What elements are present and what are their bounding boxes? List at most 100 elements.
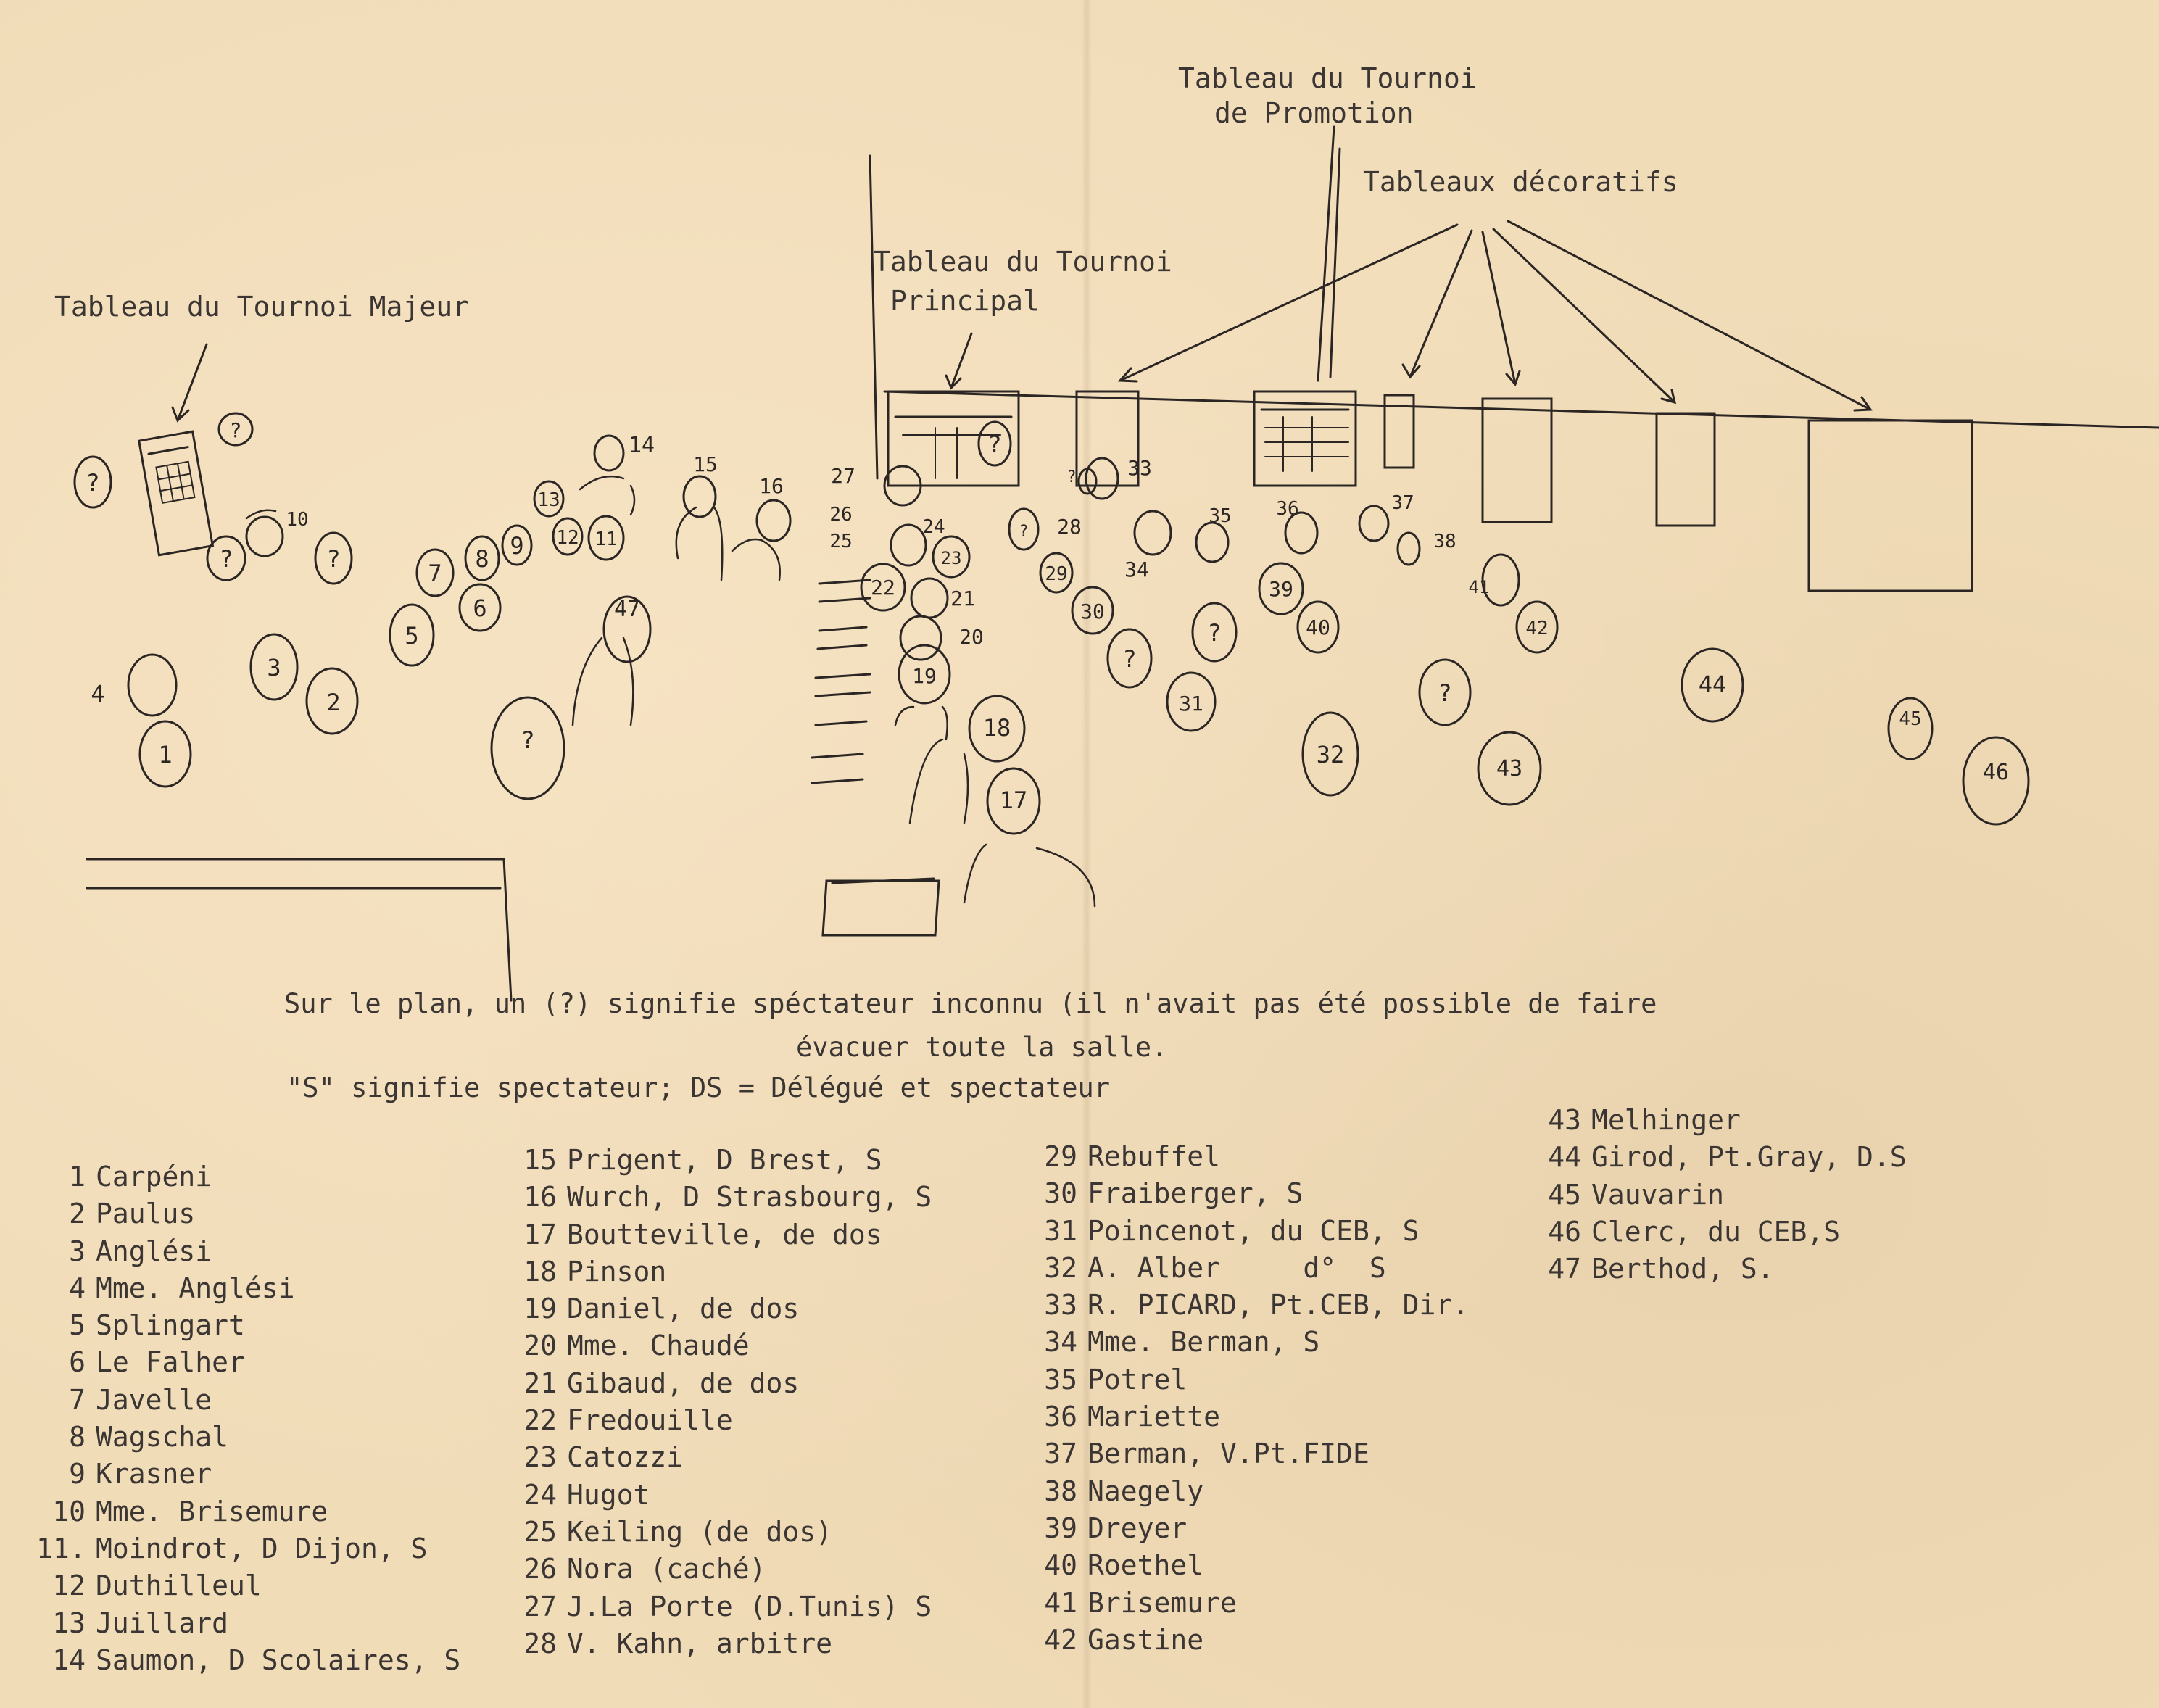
caption-line-3: "S" signifie spectateur; DS = Délégué et… [286,1072,1111,1103]
legend-number: 27 [523,1590,557,1622]
legend-number: 36 [1044,1401,1077,1433]
head-22 [860,563,906,612]
mark-10: 10 [286,509,308,531]
legend-name: Krasner [96,1458,212,1491]
front-table [86,858,513,1002]
head-3 [249,633,299,701]
head-14 [593,434,625,472]
legend-name: Mme. Anglési [96,1272,295,1304]
label-tournoi-promotion-line1: Tableau du Tournoi [1178,62,1477,94]
head-8 [464,535,500,581]
promotion-pointer [1317,125,1335,382]
mark-30: 30 [1080,600,1105,623]
mark-4: 4 [91,680,104,708]
legend-number: 18 [523,1255,557,1288]
figure-bodies [245,475,1096,908]
legend-name: Mme. Berman, S [1087,1326,1320,1359]
legend-number: 8 [69,1421,86,1454]
legend-number: 21 [523,1367,557,1399]
decorative-board-2 [1481,397,1553,523]
legend-number: 26 [523,1553,557,1585]
legend-number: 28 [523,1627,557,1659]
mark-5: 5 [405,622,418,650]
principal-arrow [950,332,973,389]
mark-36: 36 [1276,498,1298,520]
legend-number: 15 [523,1144,557,1176]
legend-name: Fraiberger, S [1087,1177,1304,1210]
mark-17: 17 [1000,787,1028,814]
legend-name: Nora (caché) [567,1553,766,1585]
mark-unknown-10: ? [1066,468,1076,486]
legend-number: 12 [52,1570,86,1602]
head-20 [899,615,942,661]
head-38 [1396,531,1421,566]
mark-unknown-1: ? [86,469,99,497]
decorative-board-3 [1655,412,1716,527]
legend-name: Clerc, du CEB,S [1591,1215,1841,1248]
label-tournoi-majeur: Tableau du Tournoi Majeur [54,291,469,323]
head-unknown-5 [490,696,565,800]
mark-42: 42 [1525,618,1548,639]
legend-number: 35 [1044,1363,1077,1396]
mark-15: 15 [693,452,718,476]
legend-name: Melhinger [1591,1104,1741,1136]
mark-23: 23 [941,548,962,568]
head-41 [1481,553,1520,607]
legend-name: Juillard [96,1607,229,1639]
legend-name: Mariette [1087,1401,1221,1433]
legend-name: Brisemure [1087,1586,1237,1619]
head-unknown-3 [206,535,246,581]
caption-line-2: évacuer toute la salle. [796,1032,1168,1063]
legend-number: 16 [523,1181,557,1214]
legend-name: Fredouille [567,1404,733,1437]
mark-1: 1 [158,741,172,768]
legend-entry: 36 Mariette [1028,1398,1469,1435]
head-32 [1301,711,1359,797]
legend-number: 10 [52,1495,86,1527]
mark-43: 43 [1496,756,1522,782]
legend-name: J.La Porte (D.Tunis) S [567,1590,932,1622]
head-17 [986,767,1041,835]
legend-number: 33 [1044,1289,1077,1322]
legend-number: 7 [69,1383,86,1416]
head-29 [1039,552,1074,594]
legend-number: 22 [523,1404,557,1437]
mark-unknown-6: ? [987,431,1001,458]
legend-name: R. PICARD, Pt.CEB, Dir. [1087,1289,1470,1322]
head-37 [1358,505,1390,542]
legend-name: Roethel [1087,1549,1204,1582]
head-4 [127,653,178,717]
head-33 [1085,457,1119,500]
mark-unknown-8: ? [1207,619,1221,647]
mark-20: 20 [959,625,984,649]
legend-number: 47 [1548,1253,1581,1285]
seating-plan: 1 2 3 4 5 6 7 8 9 10 11 12 13 14 15 16 1… [73,125,2159,1002]
legend-number: 4 [69,1272,86,1304]
head-23 [932,535,971,579]
mark-3: 3 [267,654,281,681]
head-unknown-7 [1106,628,1153,689]
legend-name: Catozzi [567,1441,684,1474]
legend-number: 11. [36,1532,86,1564]
label-tableaux-decoratifs: Tableaux décoratifs [1363,166,1678,198]
head-13 [533,480,565,518]
head-46 [1962,736,2030,826]
